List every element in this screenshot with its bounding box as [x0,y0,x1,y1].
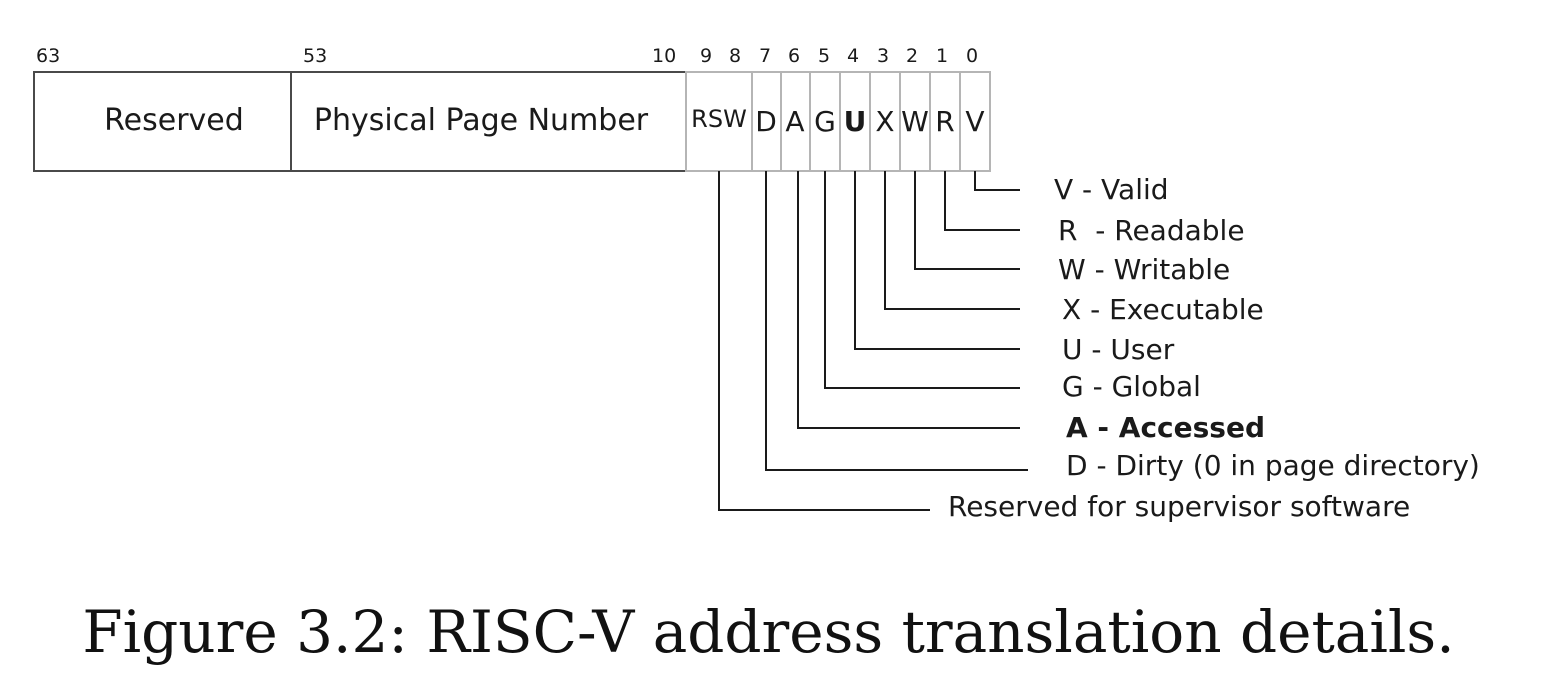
flag-label-w: W [901,105,929,138]
legend-global: G - Global [1062,370,1201,403]
legend-dirty: D - Dirty (0 in page directory) [1066,449,1480,482]
leader-line-g [824,171,1020,389]
flag-box-g [809,71,841,172]
bit-number-1: 1 [936,45,948,67]
legend-writable: W - Writable [1058,253,1230,286]
flag-label-d: D [755,105,777,138]
figure-caption: Figure 3.2: RISC-V address translation d… [82,598,1455,666]
flag-box-v [959,71,991,172]
bit-number-3: 3 [877,45,889,67]
bit-number-0: 0 [966,45,978,67]
leader-line-r [944,171,1020,231]
bit-number-2: 2 [906,45,918,67]
ppn-field-box [290,71,687,172]
flag-label-a: A [785,105,804,138]
flag-label-u: U [844,105,867,138]
bit-number-5: 5 [818,45,830,67]
bit-number-9: 9 [700,45,712,67]
bit-number-10: 10 [652,45,676,67]
leader-line-a [797,171,1020,429]
legend-readable: R - Readable [1058,214,1245,247]
bit-number-6: 6 [788,45,800,67]
rsw-field-label: RSW [691,105,747,133]
bit-number-8: 8 [729,45,741,67]
legend-executable: X - Executable [1062,293,1264,326]
ppn-field-label: Physical Page Number [314,103,649,138]
flag-label-g: G [814,105,836,138]
bit-number-53: 53 [303,45,327,67]
reserved-field-label: Reserved [104,103,244,138]
reserved-field-box [33,71,292,172]
leader-line-w [914,171,1020,270]
flag-label-r: R [935,105,954,138]
legend-user: U - User [1062,333,1175,366]
bit-number-63: 63 [36,45,60,67]
leader-line-d [765,171,1028,471]
legend-accessed: A - Accessed [1066,411,1265,444]
flag-box-x [869,71,901,172]
legend-valid: V - Valid [1054,173,1169,206]
leader-line-x [884,171,1020,310]
bit-number-7: 7 [759,45,771,67]
leader-line-u [854,171,1020,350]
flag-box-r [929,71,961,172]
legend-rsw: Reserved for supervisor software [948,490,1410,523]
flag-label-v: V [965,105,984,138]
leader-line-v [974,171,1020,191]
bit-number-4: 4 [847,45,859,67]
flag-box-a [780,71,811,172]
leader-line-rsw [718,171,930,511]
flag-label-x: X [875,105,894,138]
